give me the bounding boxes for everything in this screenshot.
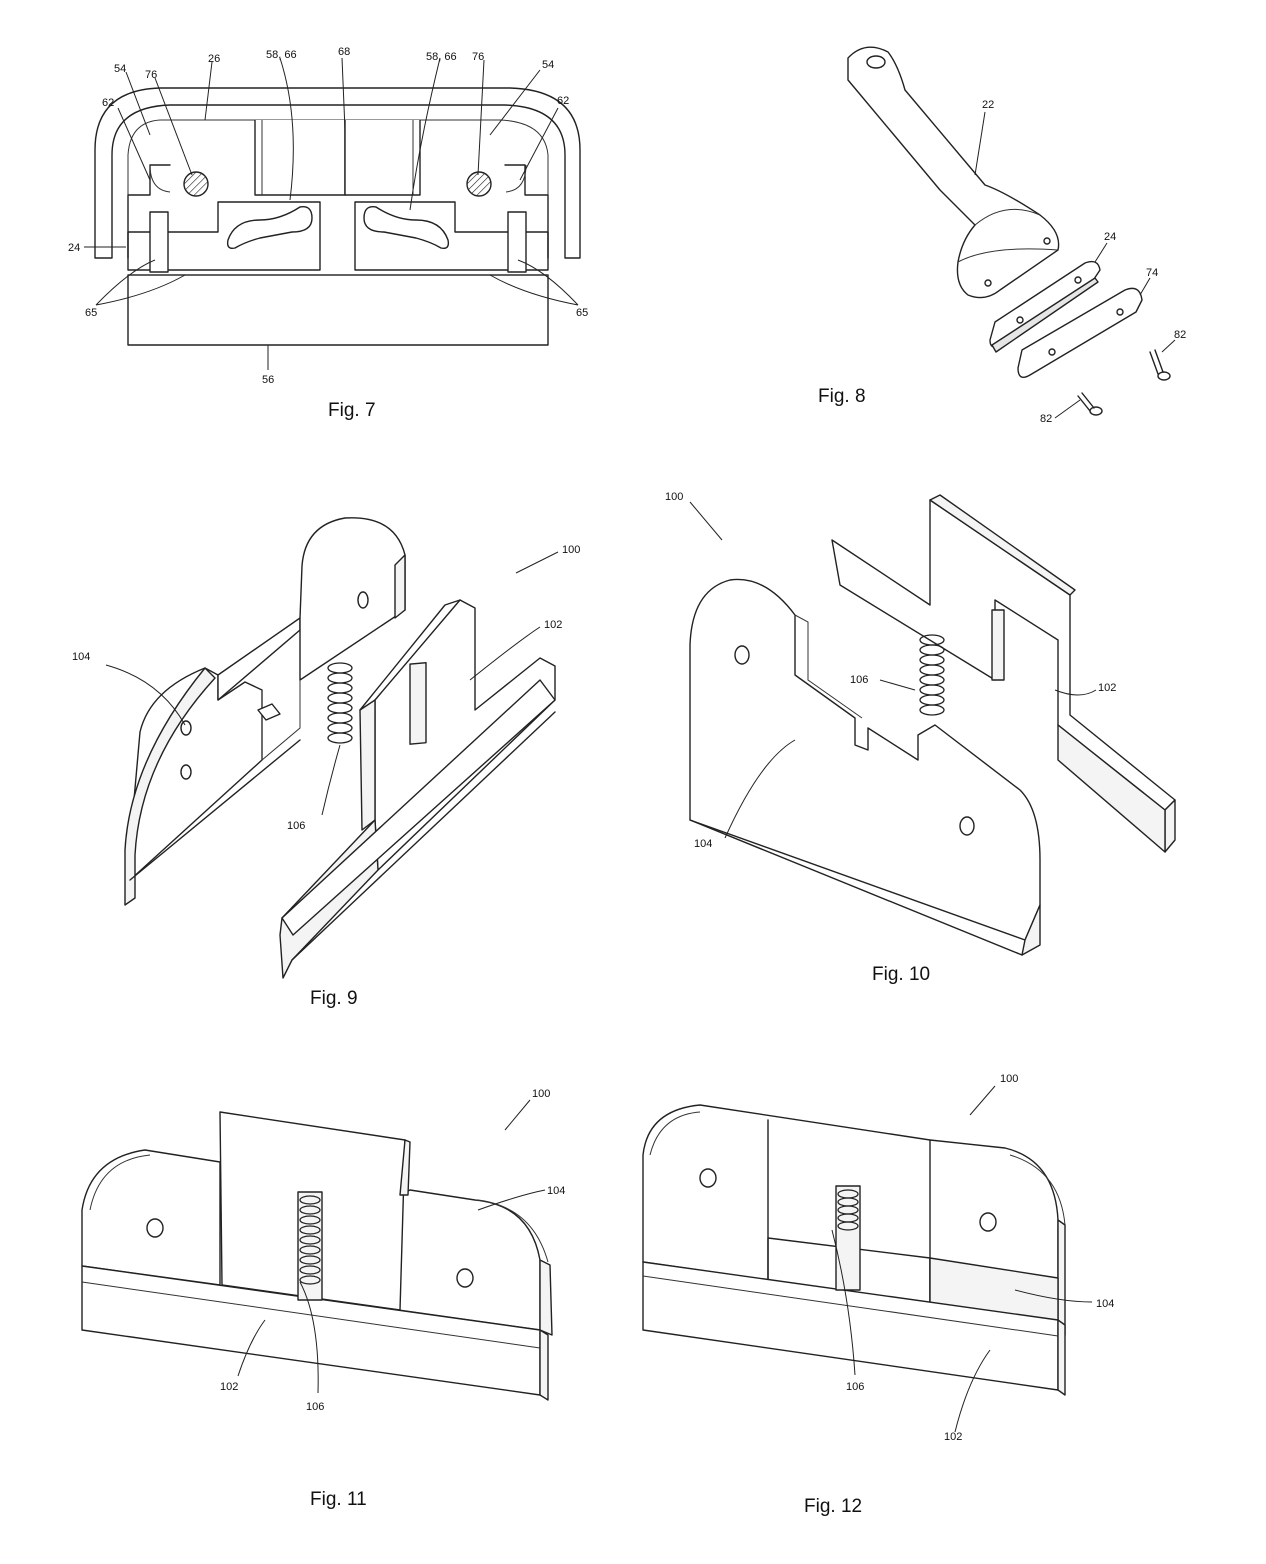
- ref-label: 76: [472, 51, 484, 63]
- ref-label: 54: [542, 59, 554, 71]
- ref-label: 106: [287, 820, 305, 832]
- figure-9: 100 102 104 106 Fig. 9: [72, 517, 580, 1009]
- rod-76-right: [466, 171, 492, 197]
- ref-label: 104: [547, 1185, 565, 1197]
- ref-label: 104: [72, 651, 90, 663]
- figure-12: 100 104 106 102 Fig. 12: [642, 1073, 1114, 1517]
- part-104: [81, 1149, 221, 1286]
- ref-label: 58, 66: [266, 49, 297, 61]
- ref-label: 62: [557, 95, 569, 107]
- ref-label: 106: [306, 1401, 324, 1413]
- spring-106: [299, 1195, 321, 1285]
- ref-label: 58, 66: [426, 51, 457, 63]
- rod-76-left: [183, 171, 209, 197]
- spring-106: [919, 634, 945, 716]
- part-104: [689, 578, 1041, 941]
- ref-label: 106: [850, 674, 868, 686]
- ref-label: 102: [544, 619, 562, 631]
- figure-caption: Fig. 8: [818, 386, 866, 407]
- ref-label: 26: [208, 53, 220, 65]
- ref-label: 106: [846, 1381, 864, 1393]
- ref-label: 24: [1104, 231, 1116, 243]
- ref-label: 100: [1000, 1073, 1018, 1085]
- ref-label: 74: [1146, 267, 1158, 279]
- spring-106: [837, 1189, 859, 1231]
- figure-caption: Fig. 9: [310, 988, 358, 1009]
- figure-caption: Fig. 12: [804, 1496, 862, 1517]
- figure-caption: Fig. 10: [872, 964, 930, 985]
- figure-10: 100 102 106 104 Fig. 10: [665, 491, 1176, 985]
- figure-caption: Fig. 11: [310, 1489, 367, 1510]
- ref-label: 82: [1040, 413, 1052, 425]
- blade-body-56: [127, 274, 549, 346]
- figure-caption: Fig. 7: [328, 400, 376, 421]
- ref-label: 100: [665, 491, 683, 503]
- ref-label: 24: [68, 242, 80, 254]
- ref-label: 104: [1096, 1298, 1114, 1310]
- ref-label: 100: [562, 544, 580, 556]
- handle-22: [847, 46, 1060, 299]
- handle-frame-outer: [94, 87, 581, 259]
- ref-label: 56: [262, 374, 274, 386]
- cover-plate-74: [1017, 287, 1143, 378]
- ref-label: 102: [220, 1381, 238, 1393]
- ref-label: 54: [114, 63, 126, 75]
- figure-8: 22 24 74 82 82 Fig. 8: [818, 46, 1186, 425]
- ref-label: 100: [532, 1088, 550, 1100]
- ref-label: 65: [576, 307, 588, 319]
- figure-7: 26 58, 66 68 58, 66 76 76 54 54 62 62 24…: [68, 46, 588, 421]
- figure-11: 100 104 102 106 Fig. 11: [81, 1088, 565, 1510]
- ref-label: 102: [944, 1431, 962, 1443]
- ref-label: 22: [982, 99, 994, 111]
- spring-106: [327, 662, 353, 744]
- ref-label: 68: [338, 46, 350, 58]
- ref-label: 62: [102, 97, 114, 109]
- ref-label: 76: [145, 69, 157, 81]
- ref-label: 82: [1174, 329, 1186, 341]
- ref-label: 104: [694, 838, 712, 850]
- ref-label: 65: [85, 307, 97, 319]
- ref-label: 102: [1098, 682, 1116, 694]
